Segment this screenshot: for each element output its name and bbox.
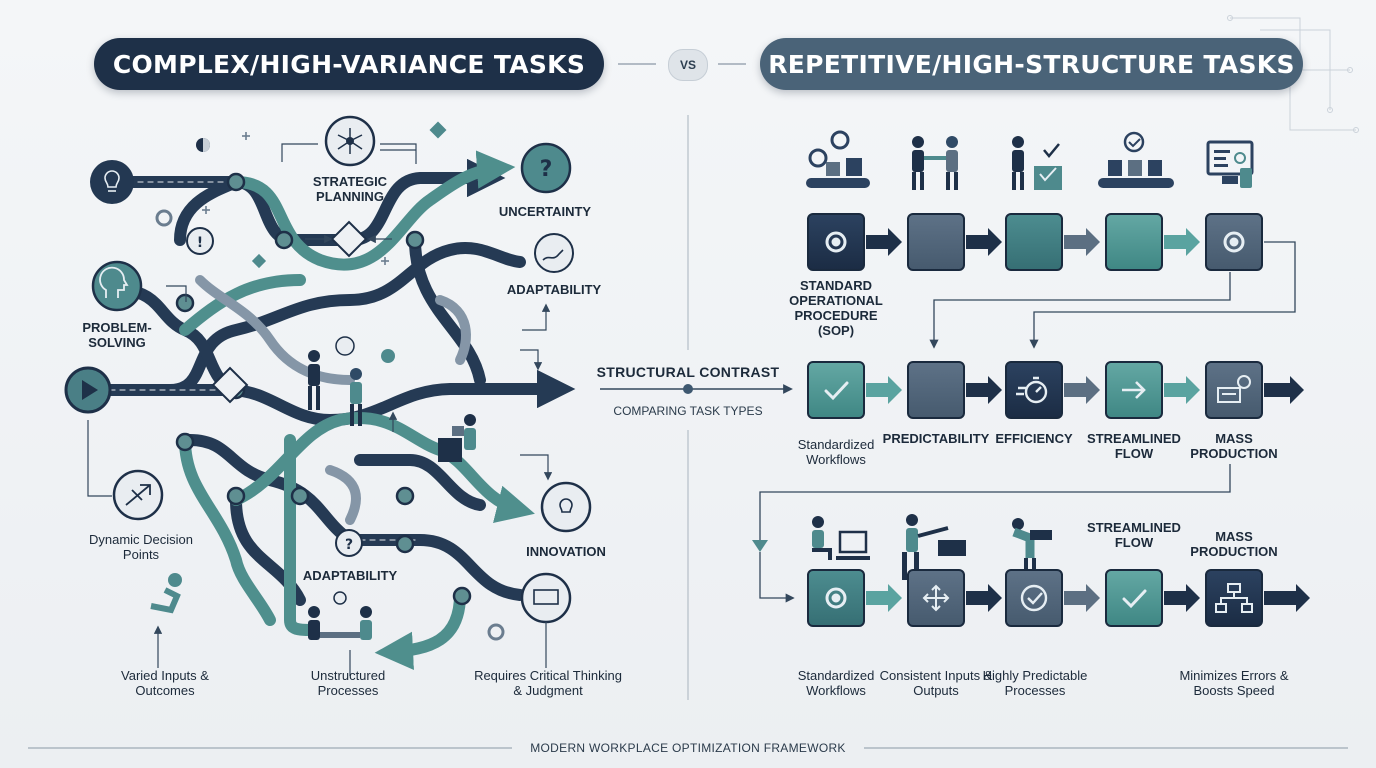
label-adaptability-bottom: ADAPTABILITY <box>302 568 398 583</box>
question-icon: ? <box>520 142 572 194</box>
label-row3-standardized-workflows: Standardized Workflows <box>797 668 875 698</box>
row3-checkmark-icon <box>1122 589 1147 609</box>
handshake-icon <box>912 136 958 190</box>
alert-icon: ! <box>186 227 214 255</box>
checkmark-icon <box>824 381 849 401</box>
center-title: STRUCTURAL CONTRAST <box>596 364 780 380</box>
person-at-desk-icon <box>438 414 476 462</box>
path-slate-c <box>435 295 471 365</box>
label-row3-minimizes-errors: Minimizes Errors & Boosts Speed <box>1179 668 1289 698</box>
label-row3-predictable-processes: Highly Predictable Processes <box>982 668 1088 698</box>
lightbulb-icon <box>90 160 134 204</box>
small-question-icon: ? <box>335 529 363 557</box>
path-teal-top <box>230 150 516 271</box>
label-sop: STANDARD OPERATIONAL PROCEDURE (SOP) <box>789 278 883 338</box>
stopwatch-icon <box>1016 376 1048 404</box>
checkbox-worker-icon <box>1012 136 1062 190</box>
conveyor-check-icon <box>1098 131 1174 188</box>
conveyor-gear-icon <box>806 130 870 188</box>
vs-badge: VS <box>668 49 708 81</box>
label-row2-standardized-workflows: Standardized Workflows <box>797 437 875 467</box>
path-network <box>84 150 576 671</box>
label-strategic-planning: STRATEGIC PLANNING <box>312 174 388 204</box>
label-dynamic-decision-points: Dynamic Decision Points <box>88 532 194 562</box>
label-varied-inputs: Varied Inputs & Outcomes <box>121 668 209 698</box>
decision-diamonds <box>211 220 368 404</box>
path-teal-upper <box>179 274 306 336</box>
computer-gear-icon <box>1206 140 1254 188</box>
path-lower-navy <box>184 434 526 601</box>
svg-text:!: ! <box>197 235 203 251</box>
idea-icon <box>540 481 592 533</box>
meeting-table-icon <box>308 591 372 640</box>
decision-arrows-icon <box>112 469 164 521</box>
hierarchy-icon <box>1215 583 1253 613</box>
row1-arrows <box>866 228 1200 256</box>
path-lightbulb-to-uncertainty <box>122 158 506 246</box>
label-row3-mass-production: MASS PRODUCTION <box>1190 529 1278 559</box>
network-icon <box>324 115 376 167</box>
people-discussing-icon <box>308 336 362 426</box>
row3-gear-icon <box>825 587 847 609</box>
label-adaptability-top: ADAPTABILITY <box>506 282 602 297</box>
label-critical-thinking: Requires Critical Thinking & Judgment <box>474 668 622 698</box>
label-row2-streamlined-flow: STREAMLINED FLOW <box>1087 431 1181 461</box>
right-section-title: REPETITIVE/HIGH-STRUCTURE TASKS <box>760 38 1303 90</box>
row2-arrows <box>866 376 1304 404</box>
path-teal-bottom <box>374 589 466 671</box>
label-problem-solving: PROBLEM-SOLVING <box>82 320 152 350</box>
footer-caption: MODERN WORKPLACE OPTIMIZATION FRAMEWORK <box>530 741 846 755</box>
row1-boxes <box>807 213 1263 271</box>
small-arrows <box>87 143 553 676</box>
path-teal-left <box>179 434 276 626</box>
route-icon <box>534 233 574 273</box>
connector-row2-row3 <box>759 464 1231 540</box>
svg-text:?: ? <box>345 537 353 553</box>
teal-diamond-icon <box>429 121 447 139</box>
label-row2-efficiency: EFFICIENCY <box>995 431 1073 446</box>
junction-nodes <box>175 172 472 606</box>
team-board-icon <box>520 572 572 624</box>
label-unstructured-processes: Unstructured Processes <box>310 668 386 698</box>
center-subtitle: COMPARING TASK TYPES <box>613 404 763 418</box>
sop-gear-icon <box>825 231 1245 253</box>
expand-arrows-icon <box>922 584 950 612</box>
center-dot <box>683 384 693 394</box>
person-walking-icon <box>150 573 182 614</box>
head-gears-icon <box>91 260 143 312</box>
plus-icon <box>202 132 389 265</box>
path-mid-navy <box>354 454 486 511</box>
path-mid-cross <box>409 234 486 386</box>
row3-arrows <box>866 584 1310 612</box>
path-slate-b <box>325 465 361 525</box>
label-row3-consistent-inputs: Consistent Inputs & Outputs <box>879 668 993 698</box>
half-circle-icon <box>196 138 210 152</box>
path-slate-a <box>195 275 355 385</box>
teal-dot-icon <box>381 349 395 363</box>
path-teal-down <box>284 434 316 636</box>
small-diamond-icon <box>251 253 267 269</box>
arrow-right-icon <box>1122 381 1146 399</box>
check-circle-icon <box>1020 584 1048 612</box>
play-icon <box>64 366 112 414</box>
gear-icon <box>155 209 505 641</box>
worker-computer-icon <box>812 516 870 560</box>
svg-text:?: ? <box>540 157 553 182</box>
path-start-main <box>84 369 576 426</box>
label-innovation: INNOVATION <box>526 544 606 559</box>
label-row2-mass-production: MASS PRODUCTION <box>1190 431 1278 461</box>
label-uncertainty: UNCERTAINTY <box>498 204 592 219</box>
factory-gear-icon <box>1217 375 1251 403</box>
worker-hammer-icon <box>902 514 966 580</box>
left-section-title: COMPLEX/HIGH-VARIANCE TASKS <box>94 38 604 90</box>
label-row3-streamlined-flow: STREAMLINED FLOW <box>1087 520 1181 550</box>
label-row2-predictability: PREDICTABILITY <box>882 431 990 446</box>
